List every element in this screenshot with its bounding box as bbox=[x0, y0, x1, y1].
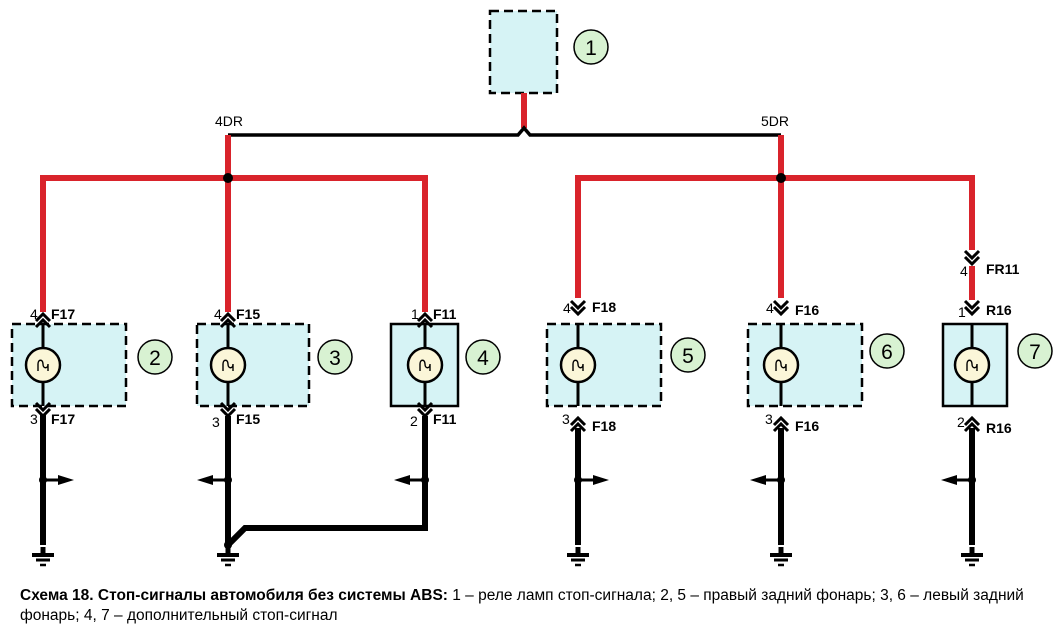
svg-text:2: 2 bbox=[410, 413, 418, 429]
ground-icon bbox=[217, 547, 239, 565]
svg-text:3: 3 bbox=[562, 411, 570, 427]
svg-text:1: 1 bbox=[958, 304, 966, 320]
junction-right bbox=[776, 173, 786, 183]
bulb-icon bbox=[762, 346, 800, 384]
svg-text:1: 1 bbox=[411, 306, 419, 322]
badge-4 bbox=[465, 339, 501, 375]
power-wires bbox=[40, 135, 975, 312]
svg-text:4: 4 bbox=[30, 306, 38, 322]
svg-text:3: 3 bbox=[765, 411, 773, 427]
svg-text:F18: F18 bbox=[592, 418, 616, 434]
svg-text:F11: F11 bbox=[433, 411, 457, 427]
ground-icon bbox=[32, 547, 54, 565]
svg-text:4: 4 bbox=[960, 263, 968, 279]
junction-left bbox=[223, 173, 233, 183]
svg-text:R16: R16 bbox=[986, 302, 1012, 318]
svg-text:F17: F17 bbox=[51, 306, 75, 322]
black-bus-4dr bbox=[228, 125, 781, 137]
svg-text:F16: F16 bbox=[795, 302, 819, 318]
svg-text:F16: F16 bbox=[795, 418, 819, 434]
caption-title: Схема 18. Стоп-сигналы автомобиля без си… bbox=[20, 587, 448, 604]
wiring-diagram: 4DR 5DR 4 F17 3 F17 4 F15 3 F15 1 F11 2 … bbox=[10, 9, 1053, 580]
svg-text:F18: F18 bbox=[592, 299, 616, 315]
figure-caption: Схема 18. Стоп-сигналы автомобиля без си… bbox=[20, 586, 1050, 626]
ground-icon bbox=[961, 547, 983, 565]
svg-text:2: 2 bbox=[957, 414, 965, 430]
svg-text:F11: F11 bbox=[433, 306, 457, 322]
right-tail-lamp-2-box bbox=[10, 322, 128, 408]
svg-text:F15: F15 bbox=[236, 411, 260, 427]
svg-text:2: 2 bbox=[149, 347, 161, 370]
bulb-icon bbox=[953, 346, 991, 384]
svg-text:R16: R16 bbox=[986, 420, 1012, 436]
pin-labels: 4 F17 3 F17 4 F15 3 F15 1 F11 2 F11 4 F1… bbox=[30, 261, 1020, 436]
bulb-icon bbox=[559, 346, 597, 384]
badge-3 bbox=[317, 339, 353, 375]
svg-text:3: 3 bbox=[30, 411, 38, 427]
svg-text:4: 4 bbox=[214, 306, 222, 322]
svg-text:1: 1 bbox=[585, 37, 597, 60]
bulb-icon bbox=[24, 346, 62, 384]
svg-text:4: 4 bbox=[477, 347, 489, 370]
wire-label-5dr: 5DR bbox=[761, 113, 789, 129]
svg-text:F17: F17 bbox=[51, 411, 75, 427]
svg-text:4: 4 bbox=[563, 300, 571, 316]
svg-text:4: 4 bbox=[766, 300, 774, 316]
relay-1-box bbox=[488, 9, 559, 95]
svg-text:F15: F15 bbox=[236, 306, 260, 322]
ground-tabs bbox=[39, 475, 976, 549]
svg-text:6: 6 bbox=[881, 341, 893, 364]
badge-1 bbox=[573, 29, 609, 65]
svg-text:5: 5 bbox=[682, 345, 694, 368]
badge-5 bbox=[670, 337, 706, 373]
ground-icon bbox=[567, 547, 589, 565]
svg-text:7: 7 bbox=[1029, 341, 1041, 364]
badge-2 bbox=[137, 339, 173, 375]
lamp-leads bbox=[41, 324, 974, 406]
ground-wires bbox=[40, 414, 975, 548]
component-badges: 1 2 3 4 5 6 7 bbox=[137, 29, 1053, 375]
svg-text:FR11: FR11 bbox=[986, 261, 1020, 277]
bulb-icon bbox=[209, 346, 247, 384]
wire-label-4dr: 4DR bbox=[215, 113, 243, 129]
caption-text: 1 – реле ламп стоп-сигнала; 2, 5 – правы… bbox=[20, 587, 1024, 624]
badge-6 bbox=[869, 333, 905, 369]
ground-icon bbox=[770, 547, 792, 565]
svg-text:3: 3 bbox=[212, 414, 220, 430]
badge-7 bbox=[1017, 333, 1053, 369]
svg-text:3: 3 bbox=[329, 347, 341, 370]
bulb-icon bbox=[406, 346, 444, 384]
